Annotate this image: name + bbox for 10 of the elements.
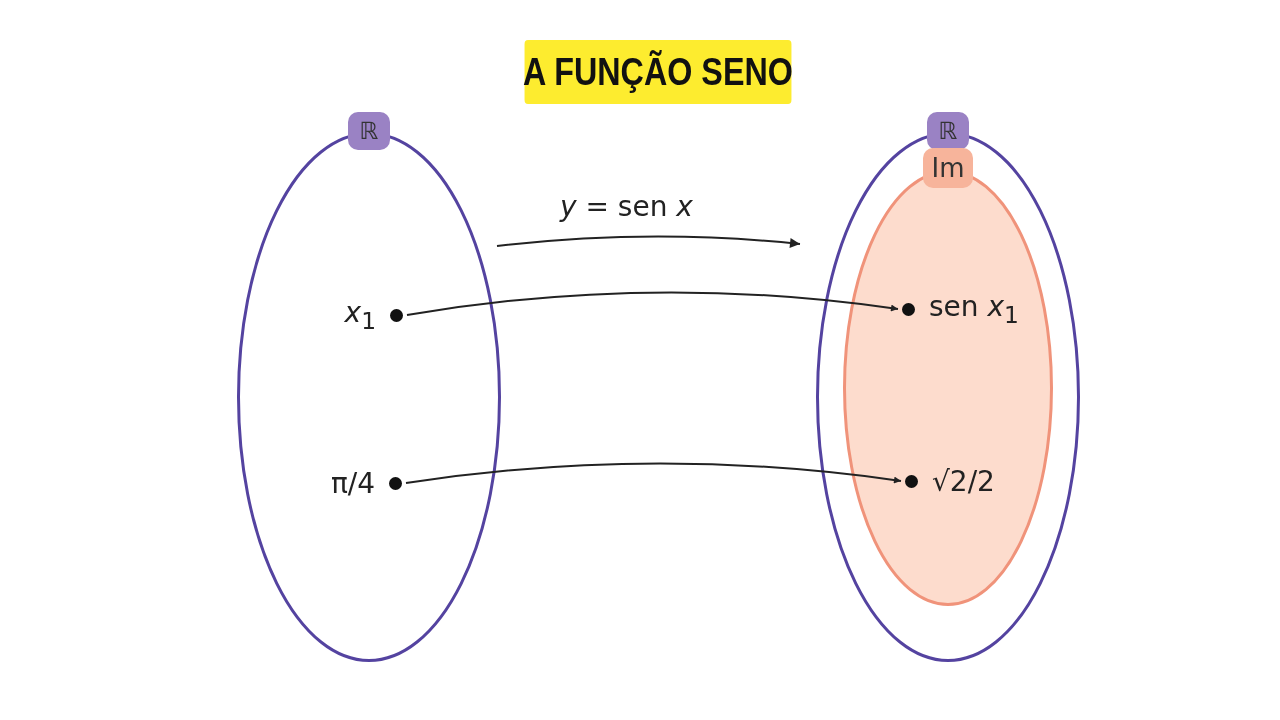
point-label: √2/2 (932, 464, 995, 498)
set-label: Im (923, 148, 973, 188)
title-banner: A FUNÇÃO SENO (524, 40, 792, 104)
point-label: π/4 (330, 466, 375, 500)
point-label: sen x$_{1}$ (929, 289, 1019, 329)
set-label: ℝ (927, 112, 969, 150)
point-label: x$_{1}$ (344, 295, 376, 335)
mapping-arrow (405, 462, 902, 484)
mapping-arrow (406, 291, 899, 316)
set-label: ℝ (348, 112, 390, 150)
